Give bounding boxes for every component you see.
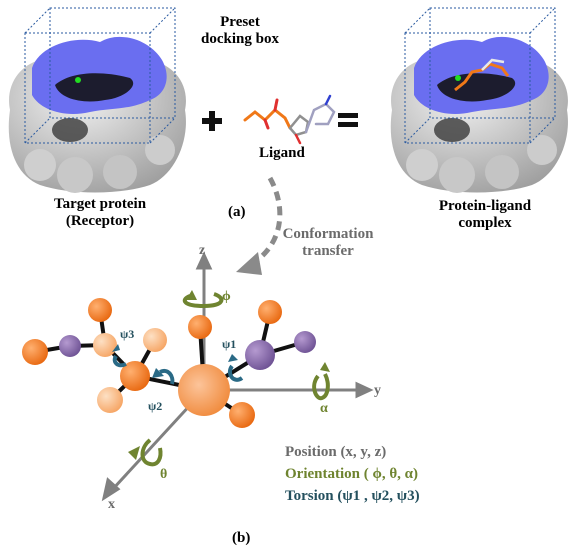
docking-box-left — [24, 7, 176, 144]
legend-orientation: Orientation ( ϕ, θ, α) — [285, 466, 419, 482]
preset-box-label: Preset docking box — [201, 14, 279, 48]
plus-sign — [202, 111, 222, 131]
conformation-transfer-label: Conformation transfer — [282, 226, 374, 260]
atom-light-orange — [143, 328, 167, 352]
atom-orange — [188, 315, 212, 339]
complex-label: Protein-ligand complex — [438, 198, 532, 232]
axis-label-z: z — [199, 243, 205, 258]
torsion-arrow-psi1 — [227, 354, 244, 382]
panel-b-label: (b) — [232, 530, 251, 546]
atom-orange — [258, 300, 282, 324]
rotation-arrow-phi — [182, 290, 224, 309]
angle-label-phi: ϕ — [222, 289, 231, 304]
atom-center — [178, 364, 230, 416]
atom-orange — [22, 339, 48, 365]
atom-orange — [88, 298, 112, 322]
legend-torsion: Torsion (ψ1 , ψ2, ψ3) — [285, 488, 420, 504]
torsion-arrow-psi3 — [112, 344, 127, 368]
atom-orange — [229, 402, 255, 428]
angle-label-alpha: α — [320, 401, 328, 416]
angle-label-psi1: ψ1 — [222, 337, 236, 351]
complex-binding-pocket — [414, 36, 549, 115]
ligand-atoms — [22, 298, 316, 428]
axis-label-x: x — [108, 497, 115, 512]
equals-sign — [338, 113, 358, 127]
torsion-arrow-psi2 — [152, 368, 175, 385]
angle-label-psi3: ψ3 — [120, 327, 134, 341]
ligand-label: Ligand — [259, 145, 305, 161]
target-binding-pocket — [32, 36, 167, 115]
angle-label-psi2: ψ2 — [148, 399, 162, 413]
legend: Position (x, y, z) Orientation ( ϕ, θ, α… — [285, 441, 420, 507]
atom-purple — [59, 335, 81, 357]
ligand-molecule — [243, 94, 336, 145]
angle-label-theta: θ — [160, 467, 167, 482]
atom-light-orange — [97, 387, 123, 413]
panel-a-label: (a) — [228, 204, 246, 220]
rotation-arrow-alpha — [312, 362, 330, 401]
rotation-arrow-theta — [128, 438, 163, 467]
axis-label-y: y — [374, 383, 381, 398]
atom-purple — [294, 331, 316, 353]
conformation-transfer-arrow — [236, 176, 283, 275]
atom-purple — [245, 340, 275, 370]
docking-box-right — [404, 7, 556, 144]
atom-orange — [120, 361, 150, 391]
atom-light-orange — [93, 333, 117, 357]
target-protein-label: Target protein (Receptor) — [53, 196, 147, 230]
legend-position: Position (x, y, z) — [285, 444, 387, 460]
